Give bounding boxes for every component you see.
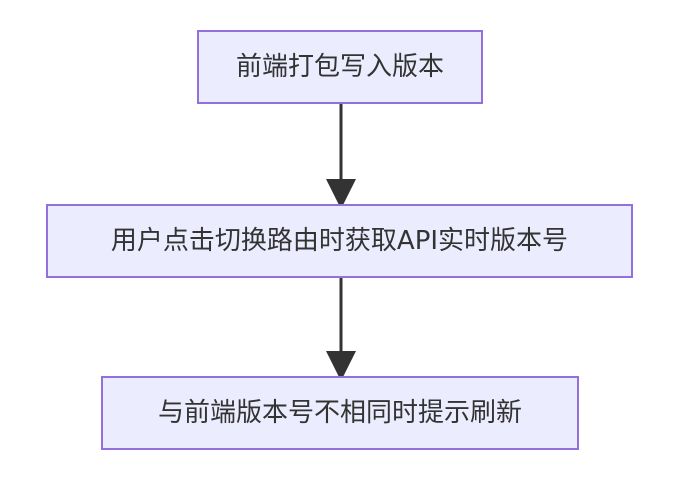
node-label: 前端打包写入版本 (235, 52, 444, 82)
node-label: 用户点击切换路由时获取API实时版本号 (110, 226, 569, 256)
node-label: 与前端版本号不相同时提示刷新 (157, 398, 522, 428)
node-prompt-refresh-on-version-mismatch: 与前端版本号不相同时提示刷新 (101, 376, 579, 450)
node-fetch-api-version-on-route-change: 用户点击切换路由时获取API实时版本号 (46, 204, 633, 278)
node-frontend-build-version: 前端打包写入版本 (197, 30, 483, 104)
